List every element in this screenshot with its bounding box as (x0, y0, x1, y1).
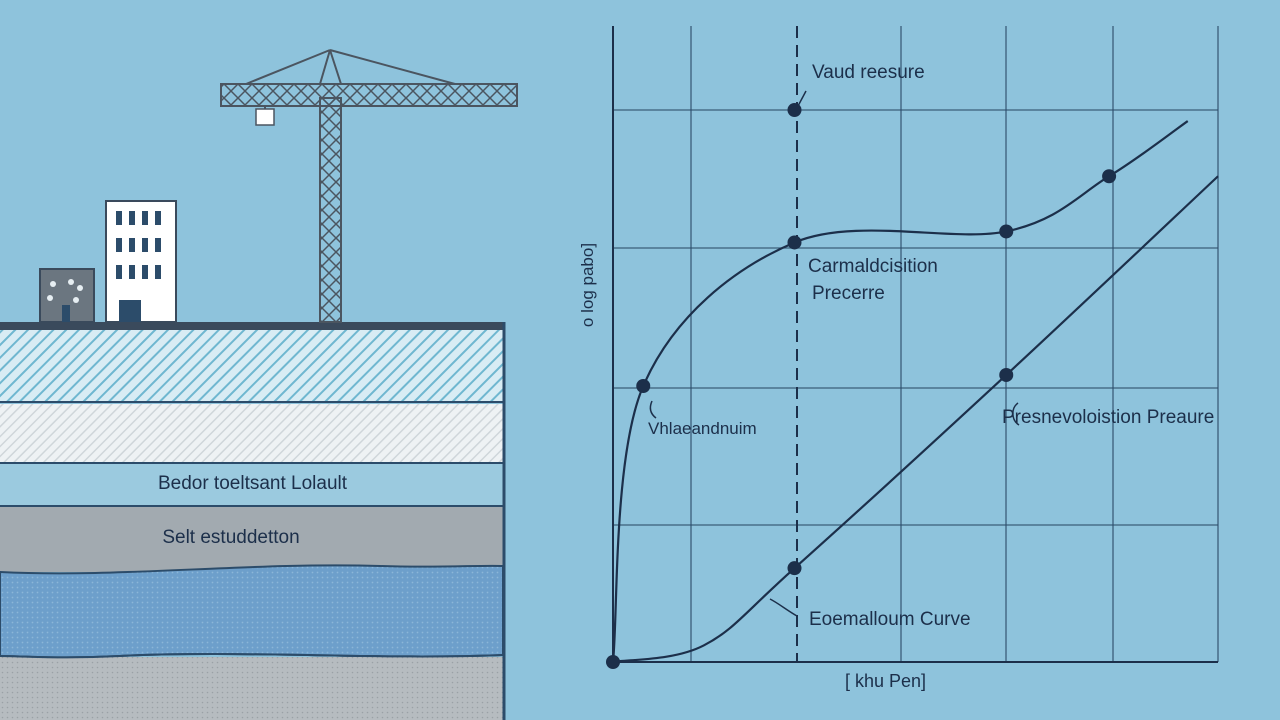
chart-markers (606, 103, 1117, 669)
top-annotation: Vaud reesure (812, 62, 925, 83)
middle-annotation-line2: Precerre (812, 283, 885, 304)
middle-annotation-line1: Carmaldcisition (808, 256, 938, 277)
curve-1-marker (606, 655, 620, 669)
ground-surface (0, 322, 505, 330)
curve-2-marker (999, 367, 1014, 382)
consolidation-chart (606, 26, 1219, 669)
bedrock-layer (0, 657, 503, 720)
rock-layer-label: Selt estuddetton (162, 527, 300, 548)
light-soil-layer (0, 404, 503, 462)
chart-grid (612, 26, 1219, 663)
construction-crane-icon (220, 49, 518, 323)
left-annotation: Vhlaeandnuim (648, 419, 757, 438)
annotation-leaders (649, 90, 1020, 617)
y-axis-label: o log pabo] (578, 242, 598, 328)
curve-1-marker (1102, 169, 1117, 184)
curve-1-marker (636, 379, 651, 393)
x-axis-label: [ khu Pen] (845, 671, 927, 691)
deep-soil-layer (0, 564, 504, 659)
building-icon (105, 200, 177, 323)
curve-1-marker (787, 235, 802, 250)
right-annotation: Presnevoloistion Preaure (1002, 407, 1215, 428)
chart-curves (611, 120, 1219, 664)
soil-layer-label: Bedor toeltsant Lolault (157, 473, 348, 494)
curve-1-marker (999, 224, 1014, 239)
rock-layer (0, 507, 503, 572)
top-reference-marker (787, 103, 802, 117)
small-building-icon (39, 268, 95, 323)
curve-2-marker (787, 561, 802, 576)
curve-annotation: Eoemalloum Curve (809, 609, 971, 630)
soil-profile (0, 322, 506, 720)
sand-layer (0, 464, 503, 506)
hatched-soil-layer (0, 329, 503, 402)
curve-line-2 (612, 175, 1219, 664)
